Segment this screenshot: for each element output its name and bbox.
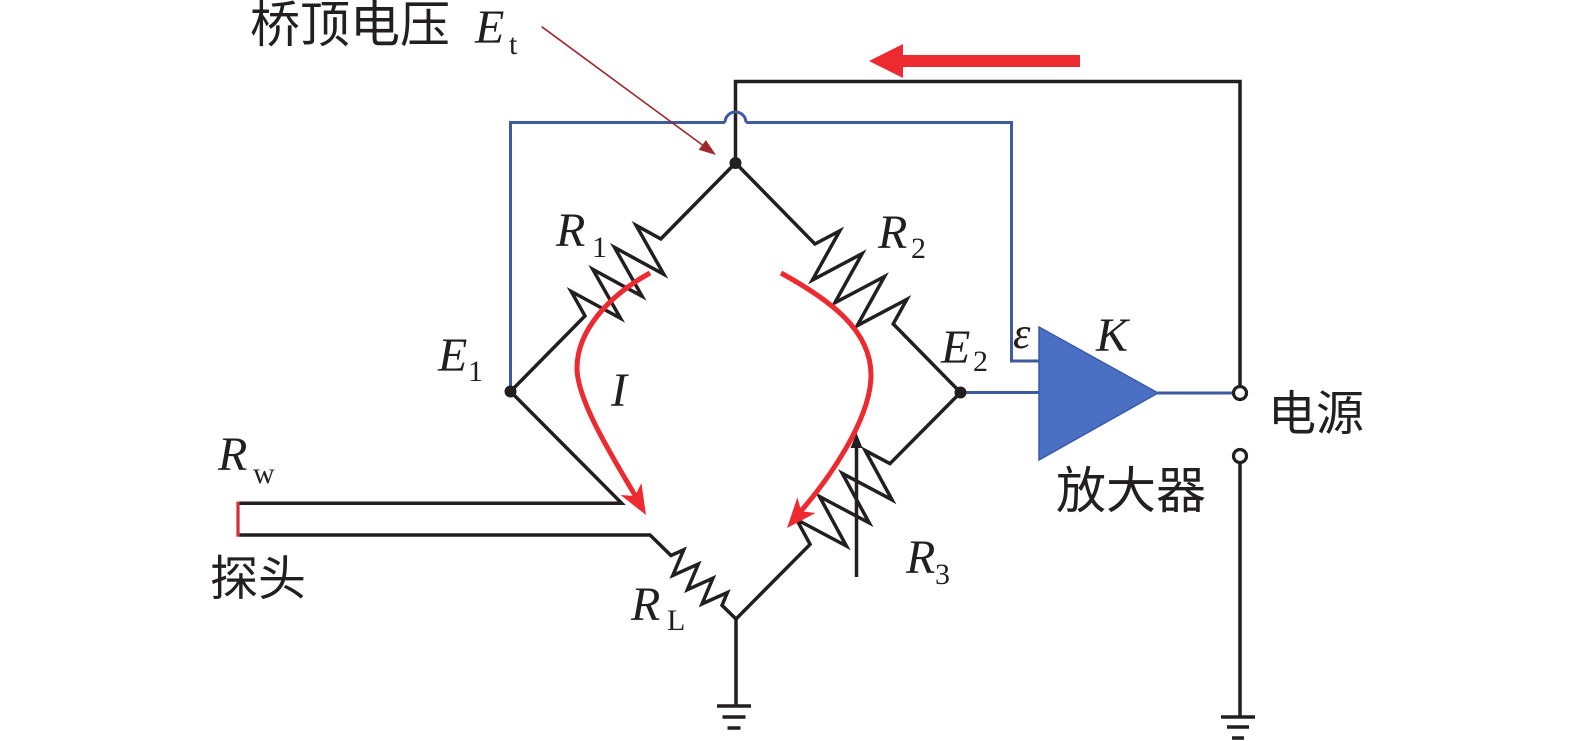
resistor-r1 (509, 161, 737, 393)
power-supply (1221, 384, 1255, 740)
current-arrow-left-shaft (574, 270, 652, 499)
bridge-top-voltage-annotation: 桥顶电压 E t (250, 0, 716, 155)
wire-e1-to-probe (239, 390, 626, 506)
resistor-r3-zigzag (734, 391, 962, 621)
resistor-r2 (734, 161, 962, 394)
bridge-top-voltage-symbol: E (474, 1, 504, 54)
amplifier-error-label: ε (1013, 309, 1031, 358)
ground-icon (717, 704, 751, 730)
component-labels: R 1 R 2 R 3 R L E 1 E 2 I R w 探头 ε K 放大器… (210, 204, 1364, 637)
bridge-ground (717, 619, 751, 730)
power-supply-label: 电源 (1268, 386, 1364, 442)
resistor-r3-label: R (905, 531, 935, 584)
amplifier (1038, 325, 1160, 462)
resistor-r1-subscript: 1 (592, 231, 607, 264)
resistor-rl-zigzag (239, 533, 738, 621)
node-e2-label: E (940, 321, 970, 374)
annotation-pointer-line (541, 26, 703, 146)
bridge-bottom-junction (734, 617, 738, 621)
variable-resistor-arrowhead-icon (850, 433, 863, 448)
annotation-pointer-arrowhead-icon (698, 140, 716, 155)
amplifier-gain-label: K (1095, 309, 1131, 362)
wire-bridge-top-to-supply (733, 79, 1242, 387)
resistor-r3-variable (734, 391, 962, 621)
resistor-rl-label: R (630, 578, 660, 631)
node-e1-label: E (437, 329, 467, 382)
current-arrow-left-branch (574, 270, 652, 515)
probe (236, 390, 626, 537)
current-arrow-left-head-icon (620, 483, 646, 515)
resistor-r1-zigzag (509, 161, 737, 393)
resistor-r3-subscript: 3 (935, 558, 950, 591)
node-e2-subscript: 2 (973, 345, 988, 378)
bridge-top-voltage-subscript: t (509, 28, 518, 61)
resistor-r2-zigzag (734, 161, 962, 394)
current-arrow-right-branch (779, 270, 874, 528)
supply-flow-arrow-left-icon (869, 44, 1080, 78)
probe-label: 探头 (210, 551, 306, 607)
resistor-r2-subscript: 2 (911, 232, 926, 265)
supply-terminal-bottom-icon (1231, 447, 1249, 465)
node-e1-subscript: 1 (468, 355, 483, 388)
node-e1-dot (504, 385, 517, 398)
resistor-r2-label: R (877, 206, 907, 259)
ground-icon (1221, 715, 1255, 740)
wire-e1-to-amplifier-input (746, 121, 1040, 363)
resistor-rl-subscript: L (667, 604, 685, 637)
supply-terminal-top-icon (1231, 384, 1249, 402)
node-e2-dot (954, 386, 967, 399)
current-arrow-right-head-icon (787, 497, 816, 528)
current-arrow-right-shaft (779, 270, 874, 513)
bridge-top-voltage-label: 桥顶电压 (250, 0, 450, 54)
wire-resistance-subscript: w (253, 457, 275, 490)
amplifier-triangle-icon (1038, 325, 1160, 462)
bridge-top-node-dot (729, 157, 742, 169)
wire-crossover-jump (723, 110, 748, 123)
wire-resistance-label: R (217, 428, 247, 481)
amplifier-label: 放大器 (1056, 462, 1206, 520)
resistor-r1-label: R (555, 204, 585, 257)
wire-e1-riser (509, 121, 725, 392)
current-label: I (610, 364, 629, 417)
sense-wiring (509, 110, 1234, 395)
resistor-rl (239, 533, 738, 621)
